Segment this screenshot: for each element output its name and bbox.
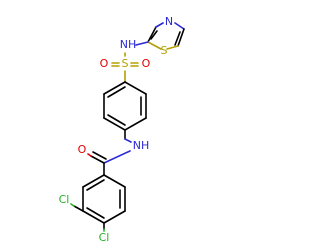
atom-label-cl-bottom: Cl — [99, 231, 110, 244]
bond — [135, 41, 149, 46]
bond — [147, 41, 162, 50]
bond — [107, 114, 126, 126]
dichlorophenyl-ring — [82, 174, 126, 224]
bond — [70, 203, 75, 207]
bond — [103, 210, 126, 224]
atom-label-nh-amide: NH — [133, 139, 150, 152]
atom-label-cl-top: Cl — [59, 193, 70, 206]
atom-label-o-left: O — [100, 57, 109, 70]
bond — [73, 205, 84, 212]
bond — [107, 86, 126, 98]
bond — [92, 151, 107, 160]
atom-label-o-right: O — [142, 57, 151, 70]
bond — [150, 30, 158, 40]
bond — [174, 22, 185, 30]
thiazole-ring — [147, 22, 185, 50]
bond — [124, 117, 147, 131]
bond — [87, 153, 92, 157]
bond — [103, 150, 131, 164]
sulfonamide-group — [111, 41, 149, 83]
bond — [90, 155, 105, 164]
atom-label-nh-sulfonamide: NH — [120, 38, 137, 51]
bond — [103, 117, 126, 131]
bond — [177, 28, 185, 47]
structure-drawing: NH S O O N S NH O Cl Cl — [59, 15, 185, 244]
bond — [82, 174, 105, 188]
bond — [124, 138, 132, 143]
bond — [82, 210, 105, 224]
atom-label-o-carbonyl: O — [78, 143, 87, 156]
bond — [86, 207, 105, 219]
bond — [147, 26, 157, 43]
para-phenylene-ring — [103, 81, 147, 131]
atom-label-s-thiazole: S — [161, 44, 168, 57]
atom-label-s-sulfonyl: S — [122, 57, 129, 70]
atom-label-n-thiazole: N — [165, 15, 173, 28]
amide-group — [87, 129, 132, 176]
bond — [124, 81, 147, 95]
bond — [103, 174, 126, 188]
bond — [86, 179, 105, 191]
molecule-diagram: NH S O O N S NH O Cl Cl — [59, 15, 185, 244]
bond — [174, 31, 181, 46]
bond — [155, 22, 164, 28]
chloro-substituents — [70, 203, 105, 232]
bond — [166, 45, 179, 50]
bond — [103, 81, 126, 95]
